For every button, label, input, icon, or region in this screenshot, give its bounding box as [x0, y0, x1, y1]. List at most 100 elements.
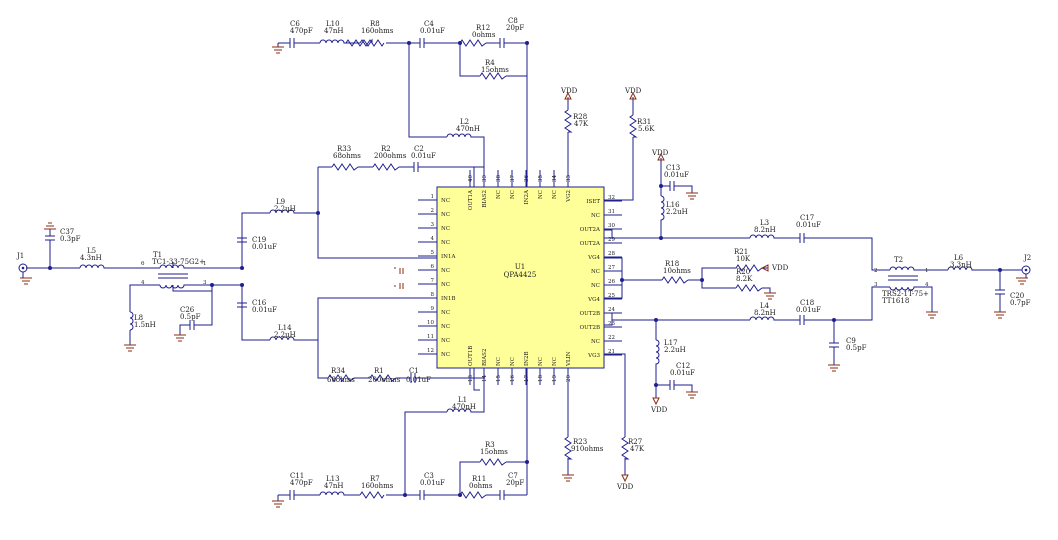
c1-ref: C1 — [409, 367, 419, 375]
t1-pin4: 4 — [141, 280, 145, 286]
r8-val: 160ohms — [361, 27, 394, 35]
vdd-label: VDD — [616, 483, 634, 491]
r18-ref: R18 — [665, 260, 679, 268]
c20-ref: C20 — [1010, 292, 1024, 300]
pin-name: OUT2B — [580, 311, 600, 317]
pin-name: OUT1A — [468, 189, 474, 210]
r31-ref: R31 — [637, 118, 651, 126]
r33-val: 68ohms — [333, 152, 361, 160]
j1-label: J1 — [16, 252, 24, 260]
pin-number: 6 — [431, 264, 435, 270]
pin-number: 15 — [496, 375, 502, 382]
pin-number: 35 — [538, 175, 544, 182]
pin-number: 28 — [608, 251, 615, 257]
r23-val: 910ohms — [571, 445, 604, 453]
pin-name: NC — [591, 283, 600, 289]
r34-ref: R34 — [331, 367, 346, 375]
l14-ref: L14 — [278, 324, 292, 332]
u1-chip: U1 QPA4425 — [436, 186, 605, 369]
c12-val: 0.01uF — [670, 369, 695, 377]
r4-ref: R4 — [485, 59, 495, 67]
c7-val: 20pF — [506, 479, 524, 487]
t1-pin3: 3 — [203, 280, 207, 286]
r18-val: 10ohms — [663, 267, 691, 275]
c3-ref: C3 — [424, 472, 434, 480]
l2-val: 470nH — [456, 125, 480, 133]
c9-ref: C9 — [846, 337, 856, 345]
r34-val: 68ohms — [327, 376, 355, 384]
pin-number: 22 — [608, 335, 615, 341]
r1-val: 200ohms — [368, 376, 401, 384]
l6-val: 3.3nH — [950, 261, 972, 269]
j2-label: J2 — [1023, 254, 1031, 262]
l8-ref: L8 — [134, 314, 143, 322]
t2-pin4: 4 — [925, 282, 929, 288]
l17-val: 2.2uH — [664, 346, 686, 354]
pin-number: 38 — [496, 175, 502, 182]
vdd-label: VDD — [650, 406, 668, 414]
c19-val: 0.01uF — [252, 243, 277, 251]
c19-ref: C19 — [252, 236, 266, 244]
c16-ref: C16 — [252, 299, 267, 307]
r28-val: 47K — [574, 120, 589, 128]
c6-ref: C6 — [290, 20, 300, 28]
l16-val: 2.2uH — [666, 208, 688, 216]
pin-name: NC — [538, 357, 544, 366]
l9-ref: L9 — [276, 198, 285, 206]
connector-j2: J2 — [1021, 254, 1031, 278]
r20-val: 8.2K — [736, 275, 753, 283]
c11-val: 470pF — [290, 479, 313, 487]
c8-val: 20pF — [506, 24, 524, 32]
pin-number: 37 — [510, 175, 516, 182]
pin-name: IN1B — [441, 296, 456, 302]
pin-name: BIAS2 — [482, 349, 488, 366]
r27-ref: R27 — [628, 438, 642, 446]
t1-pin6: 6 — [141, 261, 145, 267]
c3-val: 0.01uF — [420, 479, 445, 487]
pin-name: NC — [538, 190, 544, 199]
c17-ref: C17 — [800, 214, 814, 222]
l6-ref: L6 — [954, 254, 964, 262]
pin-number: 20 — [566, 375, 572, 382]
pin-number: 3 — [431, 222, 435, 228]
r33-ref: R33 — [337, 145, 351, 153]
pin-number: 31 — [608, 209, 615, 215]
l9-val: 2.2uH — [274, 205, 296, 213]
c13-ref: C13 — [666, 164, 680, 172]
pin-number: 33 — [566, 175, 572, 182]
c18-ref: C18 — [800, 299, 814, 307]
r3-val: 15ohms — [480, 448, 508, 456]
c37-ref: C37 — [60, 228, 74, 236]
r12-ref: R12 — [476, 24, 490, 32]
pin-number: 18 — [538, 375, 544, 382]
junctions — [48, 41, 1002, 497]
l2-ref: L2 — [460, 118, 469, 126]
c12-ref: C12 — [676, 362, 690, 370]
pin-name: NC — [441, 240, 450, 246]
t2-ref: T2 — [894, 256, 903, 264]
c9-val: 0.5pF — [846, 344, 867, 352]
l17-ref: L17 — [664, 339, 678, 347]
l1-val: 470nH — [452, 403, 476, 411]
pin-number: 16 — [510, 375, 516, 382]
pin-number: 1 — [431, 194, 435, 200]
pin-name: NC — [496, 357, 502, 366]
pin-number: 24 — [608, 307, 615, 313]
pin-number: 9 — [431, 306, 435, 312]
r7-val: 160ohms — [361, 482, 394, 490]
component-labels: C6 470pF L10 47nH R8 160ohms C4 0.01uF R… — [60, 17, 1031, 490]
pin-name: NC — [441, 212, 450, 218]
pin-name: VG4 — [587, 255, 600, 261]
pin-name: NC — [441, 324, 450, 330]
pin-name: ISET — [586, 199, 600, 205]
pin-name: NC — [496, 190, 502, 199]
vdd-label: VDD — [771, 264, 789, 272]
t2-pin2: 2 — [874, 268, 878, 274]
c2-ref: C2 — [414, 145, 424, 153]
ground-symbols — [20, 46, 1028, 508]
r2-val: 200ohms — [374, 152, 407, 160]
c17-val: 0.01uF — [796, 221, 821, 229]
r21-val: 10K — [736, 255, 751, 263]
pin-name: NC — [441, 352, 450, 358]
c26-ref: C26 — [180, 306, 195, 314]
